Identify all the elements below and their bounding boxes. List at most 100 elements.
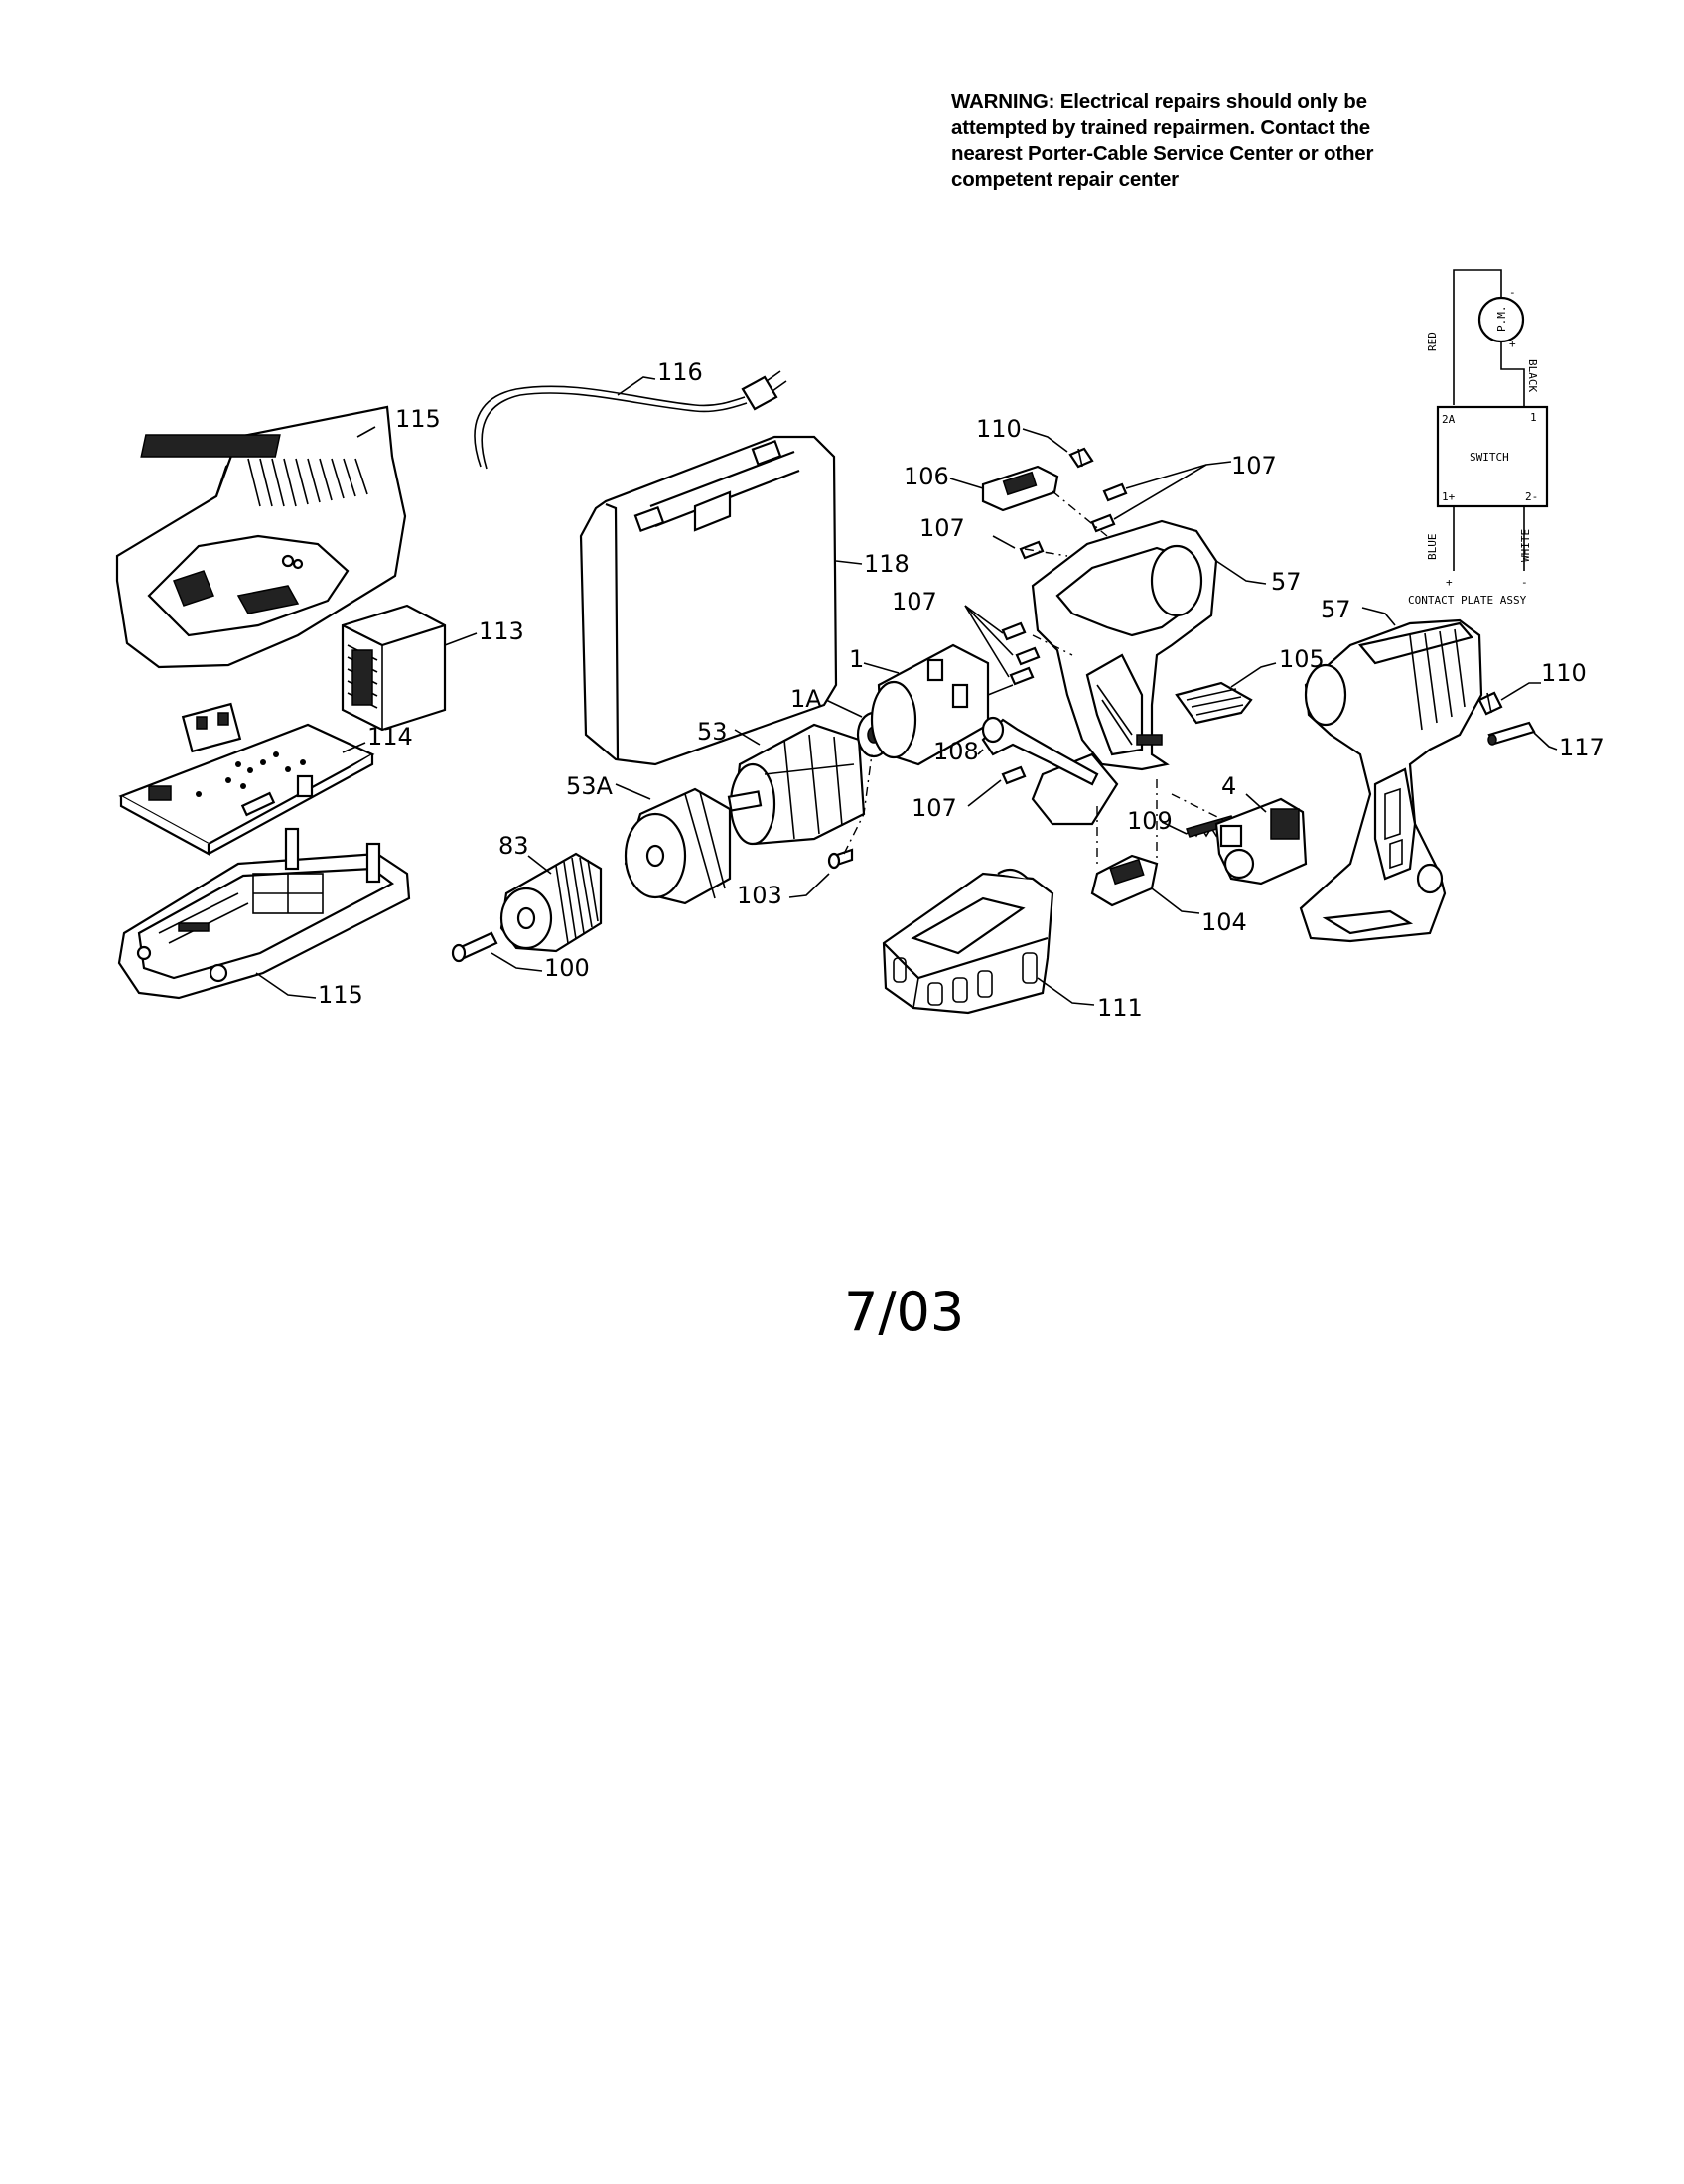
callout-83: 83: [498, 832, 529, 860]
bottom-plus-label: +: [1446, 576, 1453, 589]
leader-107-left-a: [964, 605, 1004, 634]
warning-line-2: attempted by trained repairmen. Contact …: [951, 116, 1370, 139]
callout-107-mid: 107: [919, 514, 965, 542]
chuck-screw: [451, 931, 498, 963]
leader-57-left: [1215, 560, 1267, 585]
bottom-minus-label: -: [1521, 576, 1528, 589]
terminal-1-label: 1: [1530, 411, 1537, 424]
callout-115-bottom: 115: [318, 981, 363, 1009]
wire-white-label: WHITE: [1519, 529, 1532, 562]
callout-109: 109: [1127, 807, 1173, 835]
switch-cover: [981, 465, 1059, 512]
charger-top-housing: [115, 405, 407, 669]
leader-104: [1151, 887, 1200, 914]
bit-holder: [1487, 721, 1536, 746]
wire-black-label: BLACK: [1526, 359, 1539, 392]
leader-1: [863, 662, 900, 674]
clutch-collar: [624, 787, 732, 905]
direction-switch-top: [1068, 447, 1094, 469]
power-cord: [474, 370, 787, 470]
leader-107-left-b: [964, 605, 1014, 656]
leader-4: [1245, 793, 1267, 813]
terminal-1plus-label: 1+: [1442, 490, 1456, 503]
wire-red-label: RED: [1426, 332, 1439, 351]
leader-107-mid: [992, 535, 1016, 549]
switch-label: SWITCH: [1470, 451, 1509, 464]
leader-53A: [615, 783, 651, 800]
circuit-board: [118, 702, 375, 856]
leader-105: [1230, 662, 1277, 688]
contact-plate: [1090, 854, 1159, 907]
callout-113: 113: [479, 617, 524, 645]
callout-1: 1: [849, 645, 864, 673]
warning-text: WARNING: Electrical repairs should only …: [951, 89, 1448, 193]
callout-116: 116: [657, 358, 703, 386]
leader-110-top: [1022, 428, 1068, 453]
leader-107-top-b: [1113, 461, 1232, 520]
leader-110-right: [1500, 682, 1541, 701]
leader-118: [835, 560, 863, 565]
leader-115-bottom: [255, 972, 317, 999]
housing-screws: [1001, 482, 1128, 785]
trigger: [1175, 681, 1253, 725]
callout-115-top: 115: [395, 405, 441, 433]
leader-111: [1037, 977, 1095, 1006]
battery-pack: [882, 868, 1054, 1015]
leader-116: [617, 376, 656, 396]
callout-1A: 1A: [790, 685, 822, 713]
leader-103: [788, 873, 830, 898]
callout-108: 108: [933, 738, 979, 765]
callout-111: 111: [1097, 994, 1143, 1022]
leader-106: [949, 478, 984, 489]
leader-107-low: [967, 779, 1002, 807]
housing-right-half: [1299, 618, 1483, 943]
motor: [870, 643, 1014, 766]
contact-plate-caption: CONTACT PLATE ASSY: [1408, 594, 1527, 607]
leader-113: [444, 632, 478, 646]
callout-107-top-right: 107: [1231, 452, 1277, 479]
leader-100: [491, 952, 543, 972]
callout-57-left: 57: [1271, 568, 1302, 596]
callout-118: 118: [864, 550, 910, 578]
revision-date: 7/03: [844, 1281, 964, 1343]
callout-117: 117: [1559, 734, 1605, 761]
dash-103: [843, 753, 873, 855]
callout-100: 100: [544, 954, 590, 982]
motor-plus-label: +: [1509, 338, 1516, 350]
leader-83: [527, 855, 552, 875]
callout-107-left: 107: [892, 588, 937, 615]
leader-53: [734, 729, 761, 746]
dash-106: [1052, 490, 1108, 537]
direction-switch-right: [1477, 691, 1503, 716]
callout-114: 114: [367, 723, 413, 751]
leader-57-right: [1361, 607, 1396, 626]
leader-107-top-a: [1125, 464, 1207, 489]
wire-blue-label: BLUE: [1426, 534, 1439, 561]
lock-shaft: [981, 716, 1099, 786]
transformer: [341, 604, 447, 732]
callout-57-right: 57: [1321, 596, 1351, 623]
dash-107-left: [1032, 634, 1073, 656]
chuck: [499, 852, 603, 953]
switch-assembly: [1214, 797, 1308, 886]
warning-line-3: nearest Porter-Cable Service Center or o…: [951, 142, 1374, 165]
callout-53: 53: [697, 718, 728, 746]
warning-line-1: WARNING: Electrical repairs should only …: [951, 90, 1367, 113]
motor-label: P.M.: [1495, 306, 1508, 333]
leader-115-top: [356, 426, 376, 438]
wiring-schematic: [1436, 269, 1549, 571]
dash-107-mid: [1024, 548, 1068, 557]
terminal-2minus-label: 2-: [1525, 490, 1538, 503]
callout-104: 104: [1201, 908, 1247, 936]
leader-109: [1161, 821, 1188, 835]
leader-107-left-c: [964, 605, 1010, 678]
charger-base: [117, 827, 411, 1000]
housing-left-half: [1031, 519, 1218, 826]
warning-line-4: competent repair center: [951, 168, 1179, 191]
gearbox: [727, 723, 866, 846]
callout-4: 4: [1221, 772, 1236, 800]
leader-1A: [825, 699, 863, 718]
callout-103: 103: [737, 882, 782, 909]
motor-minus-label: -: [1509, 286, 1516, 299]
